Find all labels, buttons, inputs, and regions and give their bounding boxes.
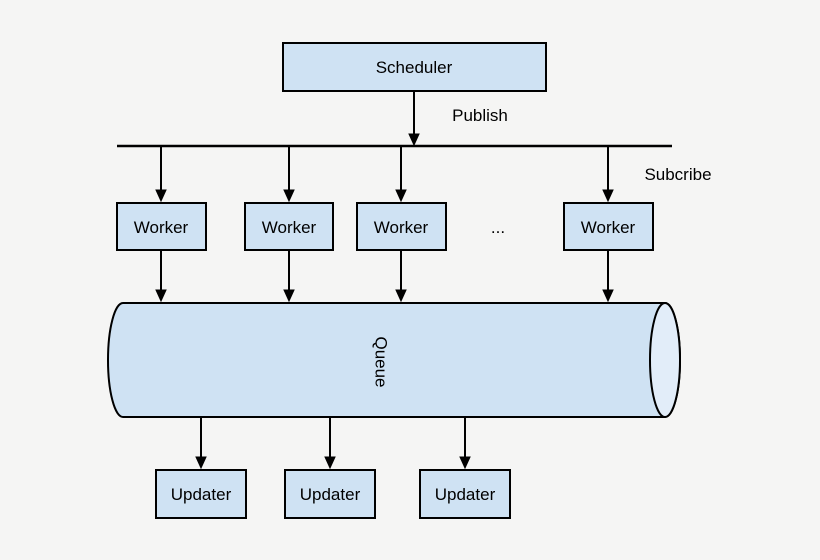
ellipsis-label: ... — [491, 218, 505, 237]
worker-node-2: Worker — [244, 202, 334, 251]
updater-box-3 — [419, 469, 511, 519]
worker-node-1: Worker — [116, 202, 207, 251]
worker-node-4: Worker — [563, 202, 654, 251]
worker-node-3: Worker — [356, 202, 447, 251]
updater-node-1: Updater — [155, 469, 247, 519]
worker-box-4 — [563, 202, 654, 251]
worker-box-2 — [244, 202, 334, 251]
worker-label-1: Worker — [134, 218, 189, 237]
worker-label-3: Worker — [374, 218, 429, 237]
updater-label-1: Updater — [171, 485, 232, 504]
updater-node-2: Updater — [284, 469, 376, 519]
publish-label: Publish — [452, 106, 508, 125]
worker-label-2: Worker — [262, 218, 317, 237]
subscribe-label: Subcribe — [644, 165, 711, 184]
queue-label: Queue — [372, 336, 391, 387]
scheduler-node: Scheduler — [282, 42, 547, 92]
queue-cylinder: Queue — [107, 302, 681, 418]
updater-box-2 — [284, 469, 376, 519]
worker-label-4: Worker — [581, 218, 636, 237]
queue-cylinder-body — [107, 302, 681, 418]
updater-node-3: Updater — [419, 469, 511, 519]
scheduler-box — [282, 42, 547, 92]
updater-label-2: Updater — [300, 485, 361, 504]
updater-box-1 — [155, 469, 247, 519]
worker-box-1 — [116, 202, 207, 251]
scheduler-label: Scheduler — [376, 58, 453, 77]
queue-cylinder-cap — [649, 302, 681, 418]
updater-label-3: Updater — [435, 485, 496, 504]
